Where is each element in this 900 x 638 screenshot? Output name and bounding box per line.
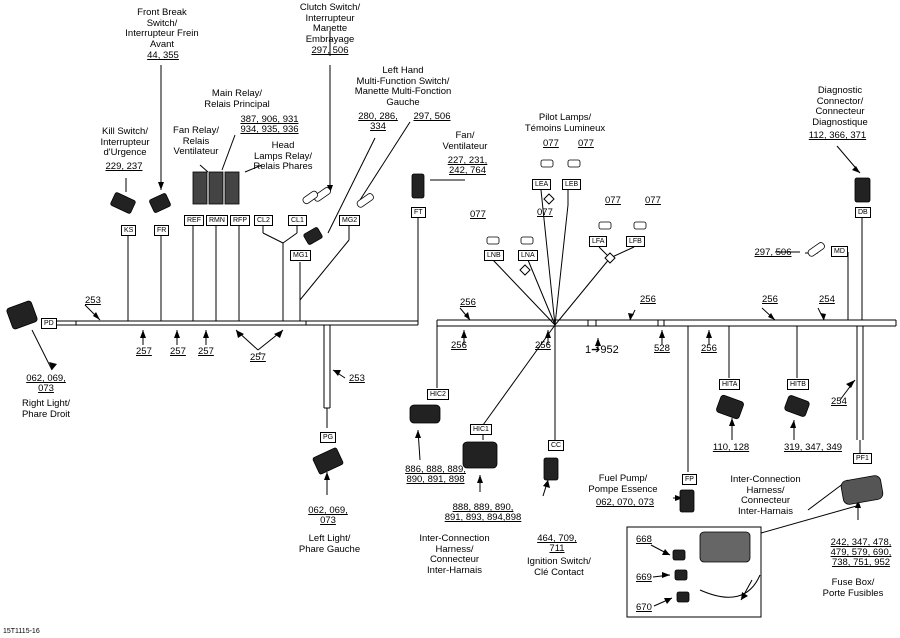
ignition-switch-label: Ignition Switch/ Clé Contact [527, 556, 591, 578]
tag-hitb: HITB [787, 379, 809, 390]
tag-lna: LNA [518, 250, 538, 261]
tag-mg2: MG2 [339, 215, 361, 226]
harness-257-a: 257 [136, 346, 152, 357]
fan-ref: 227, 231,242, 764 [447, 155, 488, 176]
diagnostic-ref: 112, 366, 371 [808, 130, 867, 141]
front-break-label: Front Break Switch/ Interrupteur Frein A… [125, 7, 199, 50]
tag-lfa: LFA [589, 236, 608, 247]
diagnostic-label: Diagnostic Connector/ Connecteur Diagnos… [812, 85, 868, 128]
harness-256-f: 256 [762, 294, 778, 305]
fuse-668: 668 [636, 534, 652, 545]
clutch-switch-label: Clutch Switch/ Interrupteur Manette Embr… [299, 2, 361, 45]
code-077-f: 077 [537, 207, 553, 218]
clutch-ref: 297, 506 [311, 45, 349, 56]
harness-257-c: 257 [198, 346, 214, 357]
kill-switch-ref: 229, 237 [105, 161, 143, 172]
pilot-lamps-label: Pilot Lamps/ Témoins Lumineux [524, 112, 606, 134]
harness-256-d: 256 [640, 294, 656, 305]
tag-rmn: RMN [206, 215, 228, 226]
harness-253-b: 253 [349, 373, 365, 384]
tag-pf1: PF1 [853, 453, 872, 464]
fan-label: Fan/ Ventilateur [442, 130, 488, 152]
fuse-669: 669 [636, 572, 652, 583]
left-hand-ref-a: 280, 286,334 [358, 111, 398, 132]
code-077-b: 077 [543, 138, 559, 149]
fuel-pump-ref: 062, 070, 073 [595, 497, 655, 508]
tag-mg1: MG1 [290, 250, 312, 261]
tag-lfb: LFB [626, 236, 645, 247]
tag-cc: CC [548, 440, 565, 451]
code-077-a: 077 [470, 209, 486, 220]
harness-253-a: 253 [85, 295, 101, 306]
tag-hic2: HIC2 [427, 389, 449, 400]
fuse-box-ref: 242, 347, 478,479, 579, 690,738, 751, 95… [830, 537, 892, 568]
code-077-c: 077 [578, 138, 594, 149]
tag-ks: KS [121, 225, 137, 236]
ignition-ref: 464, 709,711 [537, 533, 577, 554]
hitb-ref: 319, 347, 349 [783, 442, 843, 453]
left-light-label: Left Light/ Phare Gauche [298, 533, 361, 555]
left-hand-ref-b: 297, 506 [413, 111, 451, 122]
arrow-reference: 1➔952 [585, 344, 619, 356]
inter-connection-label-2: Inter-Connection Harness/ Connecteur Int… [730, 474, 801, 517]
fuse-box-label: Fuse Box/ Porte Fusibles [822, 577, 884, 599]
code-077-d: 077 [605, 195, 621, 206]
tag-rfp: RFP [230, 215, 250, 226]
harness-257-d: 257 [250, 352, 266, 363]
front-break-ref: 44, 355 [147, 50, 179, 61]
tag-ref: REF [184, 215, 204, 226]
kill-switch-label: Kill Switch/ Interrupteur d'Urgence [100, 126, 150, 158]
main-relay-label: Main Relay/ Relais Principal [204, 88, 270, 110]
fuel-pump-label: Fuel Pump/ Pompe Essence [588, 473, 658, 495]
left-hand-switch-label: Left Hand Multi-Function Switch/ Manette… [354, 65, 452, 108]
hic1-ref: 888, 889, 890,891, 893, 894,898 [444, 502, 522, 523]
tag-lnb: LNB [484, 250, 504, 261]
left-light-ref: 062, 069,073 [308, 505, 348, 526]
hic2-ref: 886, 888, 889,890, 891, 898 [405, 464, 466, 485]
harness-256-a: 256 [460, 297, 476, 308]
harness-254-a: 254 [819, 294, 835, 305]
figure-code: 15T1115-16 [3, 628, 40, 635]
tag-ft: FT [411, 207, 426, 218]
harness-528: 528 [654, 343, 670, 354]
tag-lea: LEA [532, 179, 552, 190]
tag-cl1: CL1 [288, 215, 307, 226]
tag-fp: FP [682, 474, 697, 485]
tag-fr: FR [154, 225, 170, 236]
harness-257-b: 257 [170, 346, 186, 357]
tag-cl2: CL2 [254, 215, 273, 226]
tag-pd: PD [41, 318, 57, 329]
code-077-e: 077 [645, 195, 661, 206]
right-light-ref: 062, 069,073 [26, 373, 66, 394]
harness-256-b: 256 [451, 340, 467, 351]
tag-leb: LEB [562, 179, 582, 190]
tag-db: DB [855, 207, 871, 218]
tag-pg: PG [320, 432, 337, 443]
right-light-label: Right Light/ Phare Droit [21, 398, 71, 420]
harness-256-e: 256 [701, 343, 717, 354]
harness-256-c: 256 [535, 340, 551, 351]
fan-relay-label: Fan Relay/ Relais Ventilateur [173, 125, 219, 157]
tag-hic1: HIC1 [470, 424, 492, 435]
inter-connection-label-1: Inter-Connection Harness/ Connecteur Int… [419, 533, 490, 576]
harness-254-b: 254 [831, 396, 847, 407]
hita-ref: 110, 128 [712, 442, 750, 453]
tag-hita: HITA [719, 379, 741, 390]
fuse-670: 670 [636, 602, 652, 613]
tag-md: MD [831, 246, 848, 257]
md-ref: 297, 506 [754, 247, 792, 258]
head-lamps-relay-label: Head Lamps Relay/ Relais Phares [253, 140, 313, 172]
